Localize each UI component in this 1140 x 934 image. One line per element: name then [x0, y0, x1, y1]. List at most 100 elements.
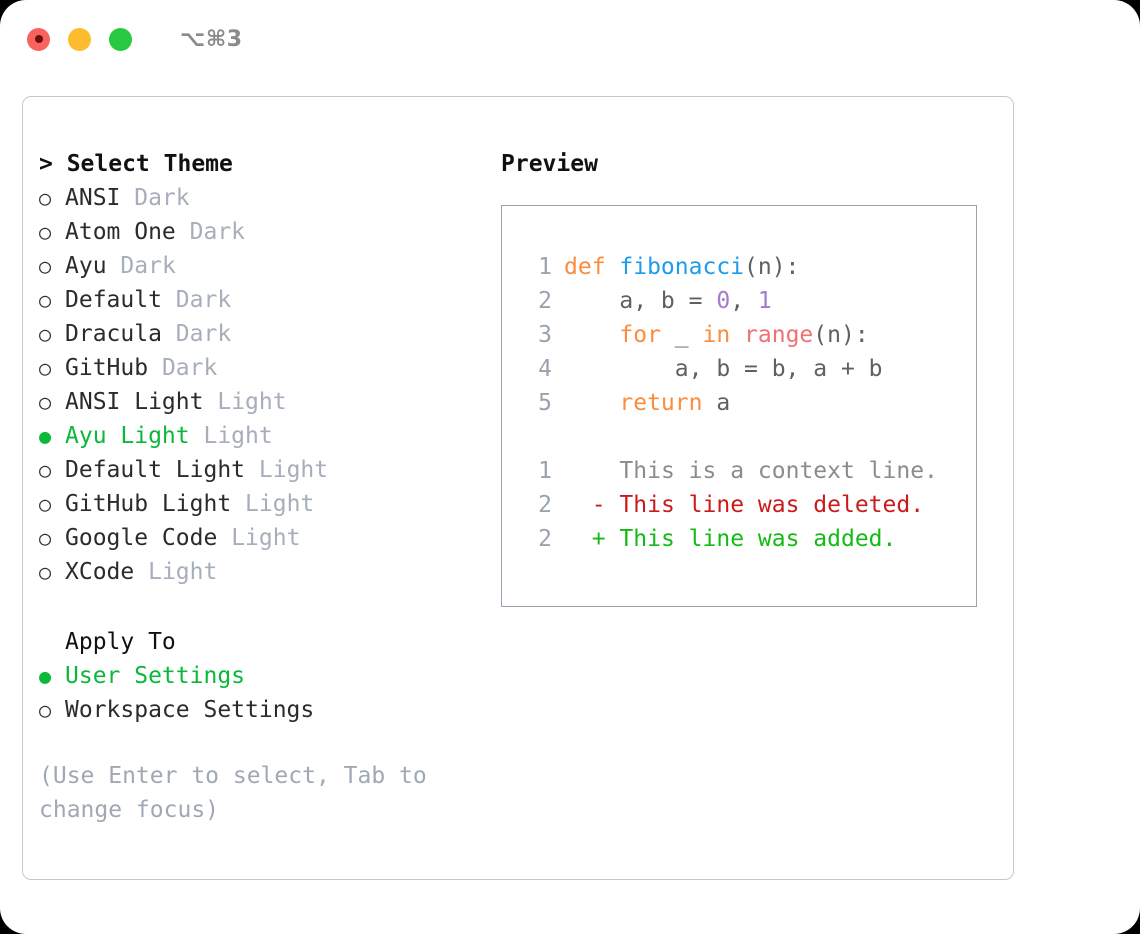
- minimize-button[interactable]: [68, 27, 91, 51]
- theme-option-default-light[interactable]: ○ Default Light Light: [39, 453, 488, 487]
- theme-option-ansi-light[interactable]: ○ANSI Light Light: [39, 385, 488, 419]
- diff-text-spacer: [606, 458, 620, 484]
- theme-option-ayu[interactable]: ○Ayu Dark: [39, 249, 488, 283]
- close-button[interactable]: [27, 27, 50, 51]
- window-controls: [27, 27, 132, 51]
- diff-marker-spacer: [564, 458, 592, 484]
- code-token-plain: _: [660, 322, 703, 348]
- diff-line-text: This line was deleted.: [619, 492, 925, 518]
- line-number: 2: [538, 526, 552, 552]
- code-line-text: a, b = b, a + b: [564, 352, 883, 386]
- maximize-button[interactable]: [109, 27, 132, 51]
- diff-marker-spacer: [564, 526, 592, 552]
- theme-variant-badge: Dark: [175, 321, 232, 347]
- theme-option-dracula[interactable]: ○ Dracula Dark: [39, 317, 488, 351]
- diff-marker: +: [591, 526, 606, 552]
- theme-list[interactable]: ○ANSI Dark○Atom One Dark○Ayu Dark○Defaul…: [39, 181, 488, 589]
- code-token-plain: [564, 390, 619, 416]
- theme-variant-badge: Light: [258, 457, 329, 483]
- label-separator: [162, 283, 176, 317]
- diff-line-body: This is a context line.: [564, 454, 938, 488]
- theme-option-atom-one[interactable]: ○Atom One Dark: [39, 215, 488, 249]
- code-line: 3 for _ in range(n):: [518, 318, 976, 352]
- code-line-text: for _ in range(n):: [564, 318, 868, 352]
- radio-unselected-icon: ○: [39, 288, 52, 312]
- diff-line-text: This line was added.: [619, 526, 897, 552]
- diff-line: 1 This is a context line.: [518, 454, 976, 488]
- label-separator: [176, 215, 190, 249]
- radio-unselected-icon: ○: [39, 458, 52, 482]
- theme-option-label: GitHub Light: [65, 491, 232, 517]
- code-token-kw: in: [702, 322, 731, 348]
- theme-option-ansi[interactable]: ○ANSI Dark: [39, 181, 488, 215]
- code-diff-spacer: [518, 420, 976, 454]
- label-separator: [203, 385, 217, 419]
- radio-unselected-icon: ○: [39, 492, 52, 516]
- diff-text-spacer: [606, 492, 620, 518]
- code-token-kw: return: [619, 390, 703, 416]
- theme-option-label: GitHub: [65, 355, 149, 381]
- radio-unselected-icon: ○: [39, 254, 52, 278]
- code-token-fn: fibonacci: [619, 254, 745, 280]
- radio-selected-icon: ●: [39, 664, 52, 688]
- code-token-plain: a: [702, 390, 731, 416]
- theme-option-xcode[interactable]: ○XCode Light: [39, 555, 488, 589]
- radio-unselected-icon: ○: [39, 356, 52, 380]
- theme-variant-badge: Light: [203, 423, 273, 449]
- label-separator: [134, 555, 148, 589]
- radio-unselected-icon: ○: [39, 390, 52, 414]
- theme-option-github[interactable]: ○GitHub Dark: [39, 351, 488, 385]
- keyboard-hint-text: (Use Enter to select, Tab to change focu…: [39, 763, 427, 823]
- line-number: 2: [538, 288, 552, 314]
- titlebar: ⌥⌘3: [0, 0, 1140, 78]
- theme-option-ayu-light[interactable]: ●Ayu Light Light: [39, 419, 488, 453]
- label-separator: [162, 317, 176, 351]
- theme-variant-badge: Light: [148, 559, 218, 585]
- main-panel: > Select Theme ○ANSI Dark○Atom One Dark ○…: [22, 96, 1014, 880]
- theme-variant-badge: Light: [245, 491, 315, 517]
- code-token-num: 0: [716, 288, 731, 314]
- preview-heading: Preview: [501, 151, 598, 177]
- code-token-plain: a, b =: [564, 288, 717, 314]
- theme-option-label: Ayu: [65, 253, 107, 279]
- line-number: 1: [538, 458, 552, 484]
- diff-line-body: - This line was deleted.: [564, 488, 924, 522]
- diff-marker: -: [591, 492, 606, 518]
- theme-option-google-code[interactable]: ○ Google Code Light: [39, 521, 488, 555]
- theme-variant-badge: Light: [231, 525, 301, 551]
- label-separator: [245, 453, 259, 487]
- radio-unselected-icon: ○: [39, 526, 52, 550]
- code-token-plain: [564, 322, 619, 348]
- apply-option-workspace-settings[interactable]: ○Workspace Settings: [39, 693, 488, 727]
- diff-line: 2 - This line was deleted.: [518, 488, 976, 522]
- apply-option-user-settings[interactable]: ● User Settings: [39, 659, 488, 693]
- code-line-text: return a: [564, 386, 730, 420]
- theme-option-default[interactable]: ○Default Dark: [39, 283, 488, 317]
- recording-indicator-icon: [34, 35, 43, 43]
- diff-line-text: This is a context line.: [619, 458, 938, 484]
- radio-unselected-icon: ○: [39, 322, 52, 346]
- theme-option-label: XCode: [65, 559, 135, 585]
- diff-line: 2 + This line was added.: [518, 522, 976, 556]
- theme-option-label: Google Code: [65, 525, 218, 551]
- theme-option-label: Default Light: [65, 457, 246, 483]
- apply-to-list[interactable]: ● User Settings ○Workspace Settings: [39, 659, 488, 727]
- code-token-plain: [730, 322, 744, 348]
- theme-option-label: ANSI Light: [65, 389, 204, 415]
- line-number: 4: [538, 356, 552, 382]
- code-line: 5 return a: [518, 386, 976, 420]
- code-token-builtin: range: [744, 322, 814, 348]
- theme-option-label: Dracula: [65, 321, 162, 347]
- theme-option-github-light[interactable]: ○ GitHub Light Light: [39, 487, 488, 521]
- select-theme-heading: > Select Theme: [39, 151, 233, 177]
- code-line: 4 a, b = b, a + b: [518, 352, 976, 386]
- apply-option-label: User Settings: [65, 663, 246, 689]
- label-separator: [217, 521, 231, 555]
- code-line-text: a, b = 0, 1: [564, 284, 771, 318]
- diff-text-spacer: [606, 526, 620, 552]
- label-separator: [120, 181, 134, 215]
- theme-variant-badge: Dark: [189, 219, 246, 245]
